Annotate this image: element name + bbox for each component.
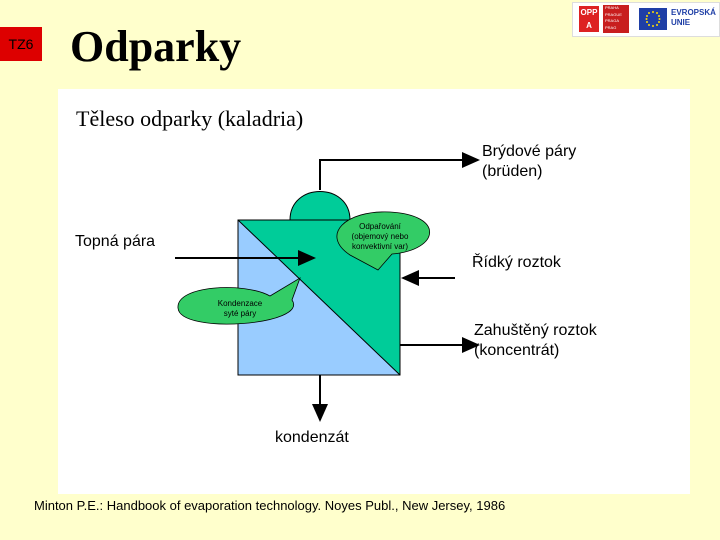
vapour-label-line: (brüden) [482,163,543,180]
callout-line: Odpařování [359,222,401,231]
opp-a-logo: OPP A [579,6,599,32]
concentrate-label-line: Zahuštěný roztok [474,322,597,339]
evaporation-callout [336,211,431,271]
callout-line: konvektivní var) [351,242,409,251]
callout-line: Kondenzace [217,299,263,308]
callout-line: syté páry [223,309,257,318]
eu-flag-icon [639,8,667,30]
steam-label: Topná pára [75,233,156,250]
feed-label: Řídký roztok [472,254,561,271]
vapour-outlet-arrow [319,152,480,190]
eu-label: EVROPSKÁ UNIE [671,8,716,28]
eu-label-line: UNIE [671,18,691,27]
praha-line: PRAGA [605,18,620,24]
evaporation-callout-text: Odpařování (objemový nebo konvektivní va… [330,222,430,252]
concentrate-label: Zahuštěný roztok (koncentrát) [474,321,597,361]
praha-line: PRAHA [605,5,619,10]
condensation-callout-text: Kondenzace syté páry [190,299,290,319]
slide-title: Odparky [70,22,242,71]
vapour-label-line: Brýdové páry [482,143,577,160]
evaporator-dome [289,191,351,221]
diagram-subtitle: Těleso odparky (kaladria) [76,106,304,131]
praha-line: PRAGUE [605,11,622,17]
slide-number-badge: TZ6 [0,27,42,61]
evaporator-partition [237,219,401,376]
vapour-label: Brýdové páry (brüden) [482,142,576,182]
callout-line: (objemový nebo [351,232,409,241]
praha-line: PRAG [605,24,617,30]
condensate-label: kondenzát [275,429,349,446]
concentrate-label-line: (koncentrát) [474,342,560,359]
source-citation: Minton P.E.: Handbook of evaporation tec… [34,498,506,513]
condensation-callout [177,277,301,325]
eu-label-line: EVROPSKÁ [671,8,716,17]
praha-logo: PRAHA PRAGUE PRAGA PRAG [603,5,629,33]
